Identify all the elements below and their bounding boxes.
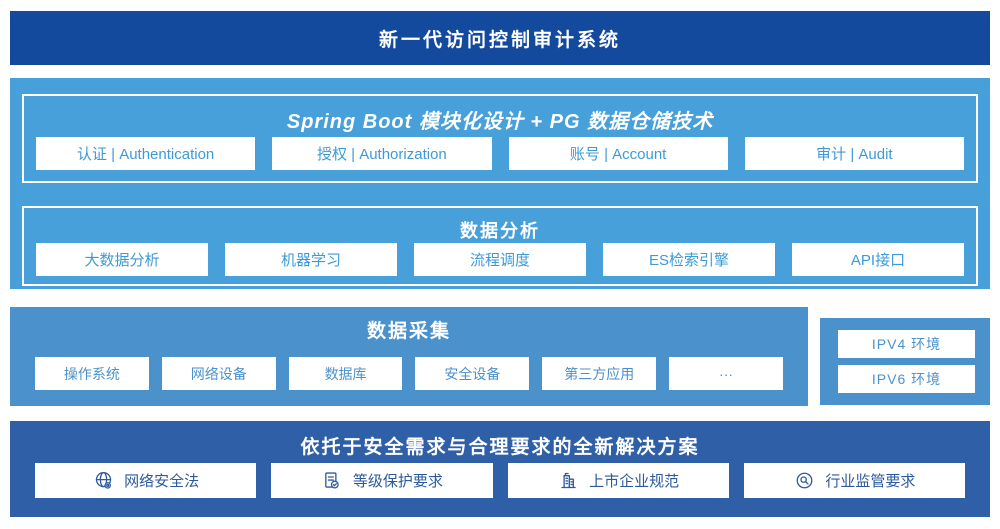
source-third-party-app: 第三方应用 (542, 357, 657, 390)
module-bigdata-analysis: 大数据分析 (36, 243, 208, 276)
data-analysis-group: 数据分析 大数据分析 机器学习 流程调度 ES检索引擎 API接口 (22, 206, 978, 286)
data-collection-section: 数据采集 操作系统 网络设备 数据库 安全设备 第三方应用 ··· (10, 307, 808, 406)
module-audit: 审计 | Audit (744, 137, 964, 170)
source-network-device: 网络设备 (161, 357, 276, 390)
module-account: 账号 | Account (508, 137, 728, 170)
collection-sources-row: 操作系统 网络设备 数据库 安全设备 第三方应用 ··· (35, 357, 783, 390)
source-security-device: 安全设备 (415, 357, 530, 390)
platform-section: Spring Boot 模块化设计 + PG 数据仓储技术 认证 | Authe… (10, 78, 990, 289)
module-es-search-engine: ES检索引擎 (603, 243, 775, 276)
env-ipv6: IPV6 环境 (838, 365, 975, 393)
solution-item-label: 上市企业规范 (589, 473, 680, 490)
banner: 新一代访问控制审计系统 (10, 11, 990, 65)
ip-environment-panel: IPV4 环境 IPV6 环境 (820, 318, 990, 405)
solution-classified-protection: 等级保护要求 (271, 463, 493, 498)
solution-item-label: 等级保护要求 (352, 473, 443, 490)
page-title: 新一代访问控制审计系统 (378, 29, 621, 51)
module-process-scheduling: 流程调度 (414, 243, 586, 276)
env-ipv4: IPV4 环境 (838, 330, 975, 358)
globe-icon (92, 470, 114, 492)
auth-modules-row: 认证 | Authentication 授权 | Authorization 账… (36, 137, 964, 170)
source-database: 数据库 (288, 357, 403, 390)
data-collection-title: 数据采集 (366, 321, 451, 342)
module-authentication: 认证 | Authentication (36, 137, 256, 170)
solution-section: 依托于安全需求与合理要求的全新解决方案 网络安全法 (10, 421, 990, 517)
module-api-interface: API接口 (792, 243, 964, 276)
doc-check-icon (321, 470, 343, 492)
source-more-ellipsis: ··· (669, 357, 783, 390)
spring-boot-group: Spring Boot 模块化设计 + PG 数据仓储技术 认证 | Authe… (22, 94, 978, 183)
solution-item-label: 网络安全法 (124, 473, 200, 490)
module-authorization: 授权 | Authorization (272, 137, 492, 170)
solution-industry-regulation: 行业监管要求 (743, 463, 965, 498)
solution-listed-company-standard: 上市企业规范 (507, 463, 729, 498)
building-icon (557, 470, 579, 492)
badge-search-icon (793, 470, 815, 492)
module-machine-learning: 机器学习 (225, 243, 397, 276)
solution-title: 依托于安全需求与合理要求的全新解决方案 (300, 437, 700, 458)
solution-items-row: 网络安全法 等级保护要求 上市企业规范 (35, 463, 965, 498)
data-analysis-title: 数据分析 (460, 221, 540, 241)
spring-boot-title: Spring Boot 模块化设计 + PG 数据仓储技术 (286, 111, 714, 133)
analysis-modules-row: 大数据分析 机器学习 流程调度 ES检索引擎 API接口 (36, 243, 964, 276)
solution-cyber-security-law: 网络安全法 (35, 463, 257, 498)
source-operating-system: 操作系统 (35, 357, 149, 390)
solution-item-label: 行业监管要求 (825, 473, 916, 490)
